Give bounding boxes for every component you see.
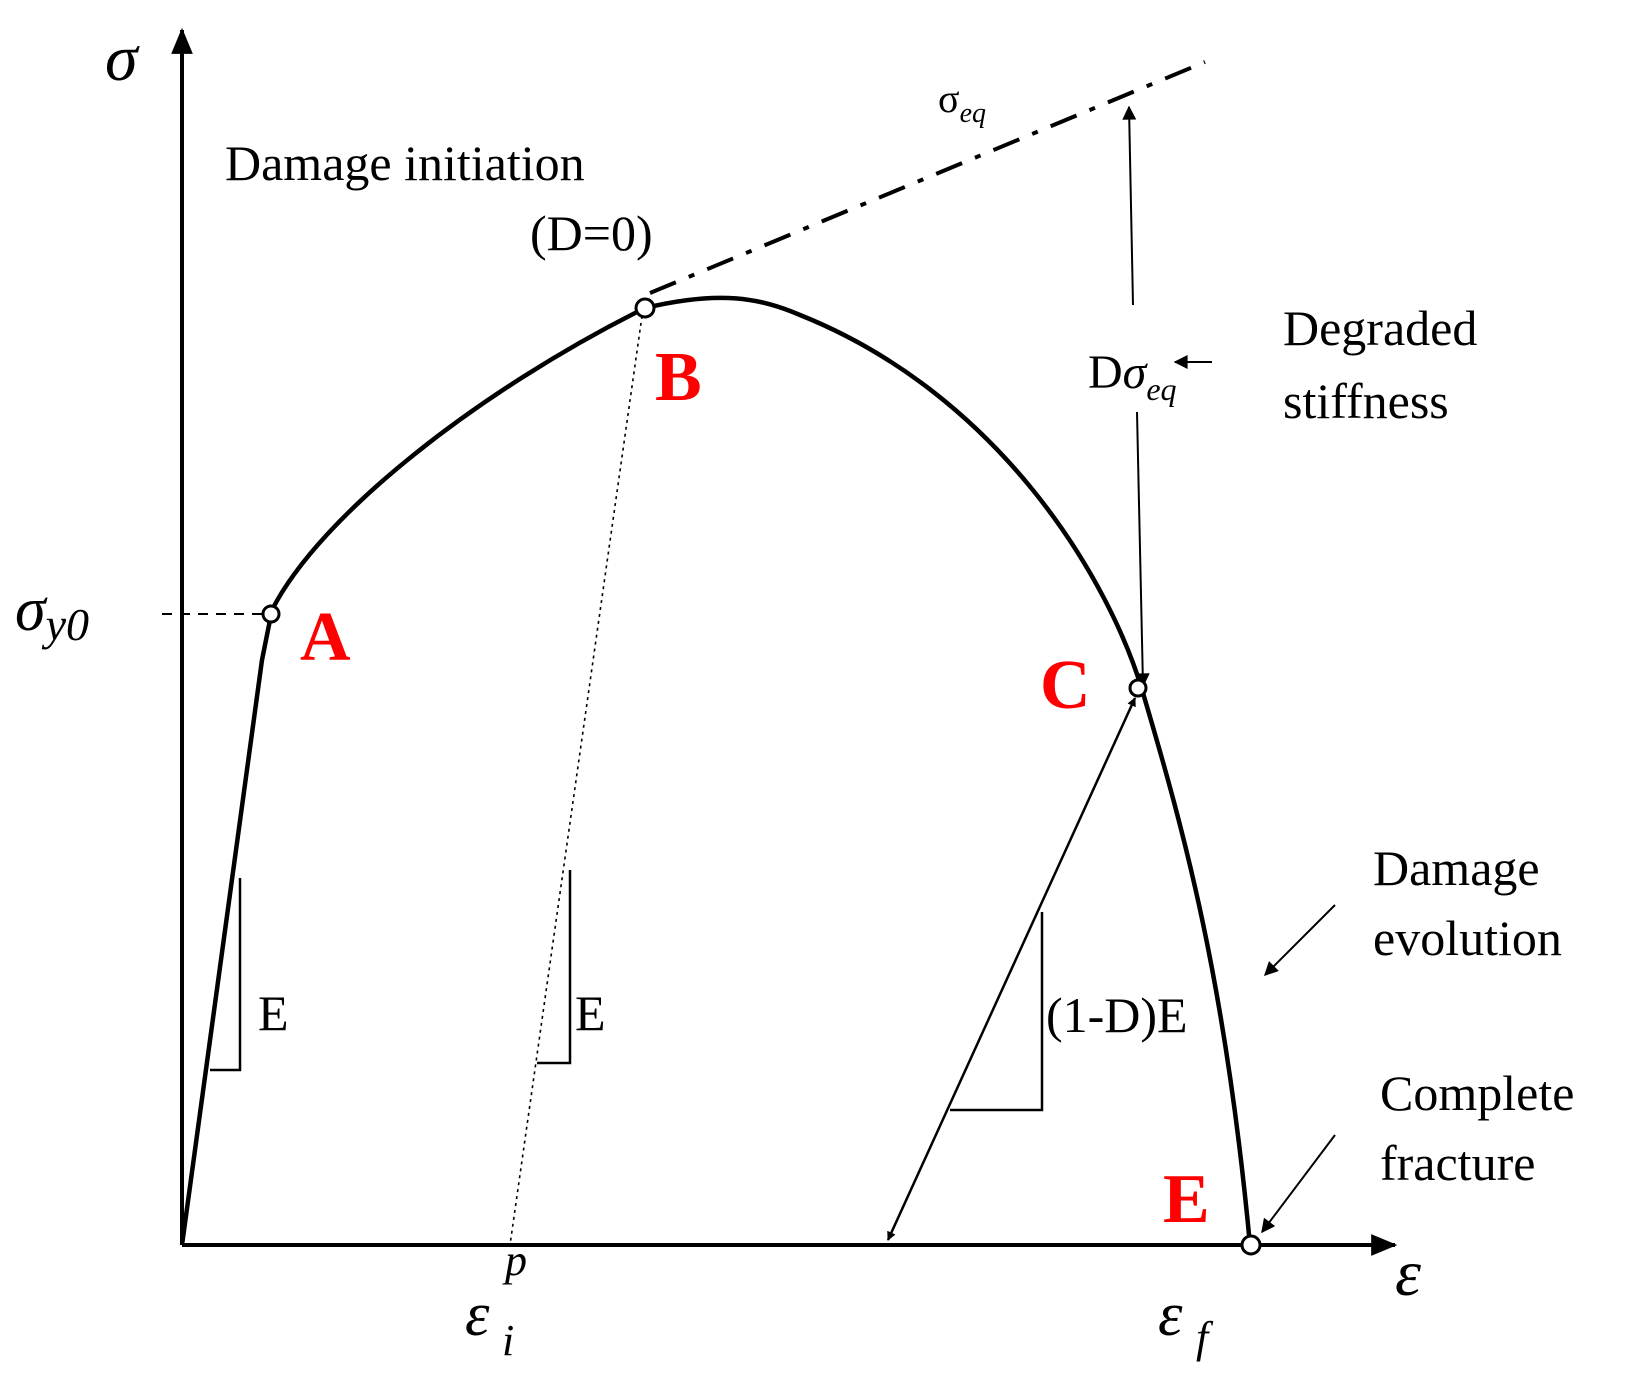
point-a-marker — [261, 604, 281, 624]
d-sigma-eq-arrow-down — [1135, 411, 1150, 688]
x-axis-symbol: ε — [1395, 1237, 1421, 1310]
complete-fracture-arrow — [1261, 1134, 1336, 1234]
point-c-marker — [1128, 678, 1148, 698]
d-sigma-eq-label: Dσeq — [1088, 346, 1177, 407]
sigma-eq-arrow-up — [1122, 105, 1137, 306]
sigma-eq-label: σeq — [938, 76, 986, 129]
eps-f-sub: f — [1196, 1313, 1214, 1362]
complete-fracture-label-1: Complete — [1380, 1065, 1574, 1121]
point-c-label: C — [1040, 647, 1091, 724]
slope-triangle-1 — [210, 878, 242, 1072]
y-axis-symbol: σ — [105, 22, 140, 95]
slope-label-degraded: (1-D)E — [1046, 987, 1188, 1043]
eps-i-p-sub: i — [502, 1316, 514, 1365]
damage-evolution-label-2: evolution — [1373, 910, 1562, 966]
damage-initiation-label: Damage initiation — [225, 135, 585, 191]
point-b-marker — [634, 297, 656, 319]
slope-triangle-3 — [950, 912, 1044, 1112]
unloading-line-b — [509, 308, 644, 1246]
slope-label-e-1: E — [258, 985, 289, 1041]
eps-i-p-label: ε — [465, 1281, 490, 1349]
stress-strain-curve — [179, 295, 1253, 1246]
complete-fracture-label-2: fracture — [1380, 1135, 1535, 1191]
point-a-label: A — [300, 599, 351, 676]
damage-evolution-label-1: Damage — [1373, 840, 1540, 896]
degraded-stiffness-label-2: stiffness — [1283, 373, 1449, 429]
slope-triangle-2 — [537, 870, 572, 1065]
slope-label-e-2: E — [575, 985, 606, 1041]
sigma-y0-label: σy0 — [15, 576, 89, 650]
point-e-marker — [1240, 1234, 1262, 1256]
damage-evolution-arrow — [1264, 904, 1336, 976]
undamaged-response-line — [649, 60, 1206, 295]
degraded-unloading-line — [886, 697, 1137, 1241]
degraded-stiffness-label-1: Degraded — [1283, 300, 1477, 356]
point-e-label: E — [1163, 1161, 1210, 1238]
eps-i-p-sup: p — [502, 1236, 527, 1285]
eps-f-label: ε — [1158, 1281, 1183, 1349]
d-zero-label: (D=0) — [530, 205, 653, 261]
point-b-label: B — [655, 339, 702, 416]
